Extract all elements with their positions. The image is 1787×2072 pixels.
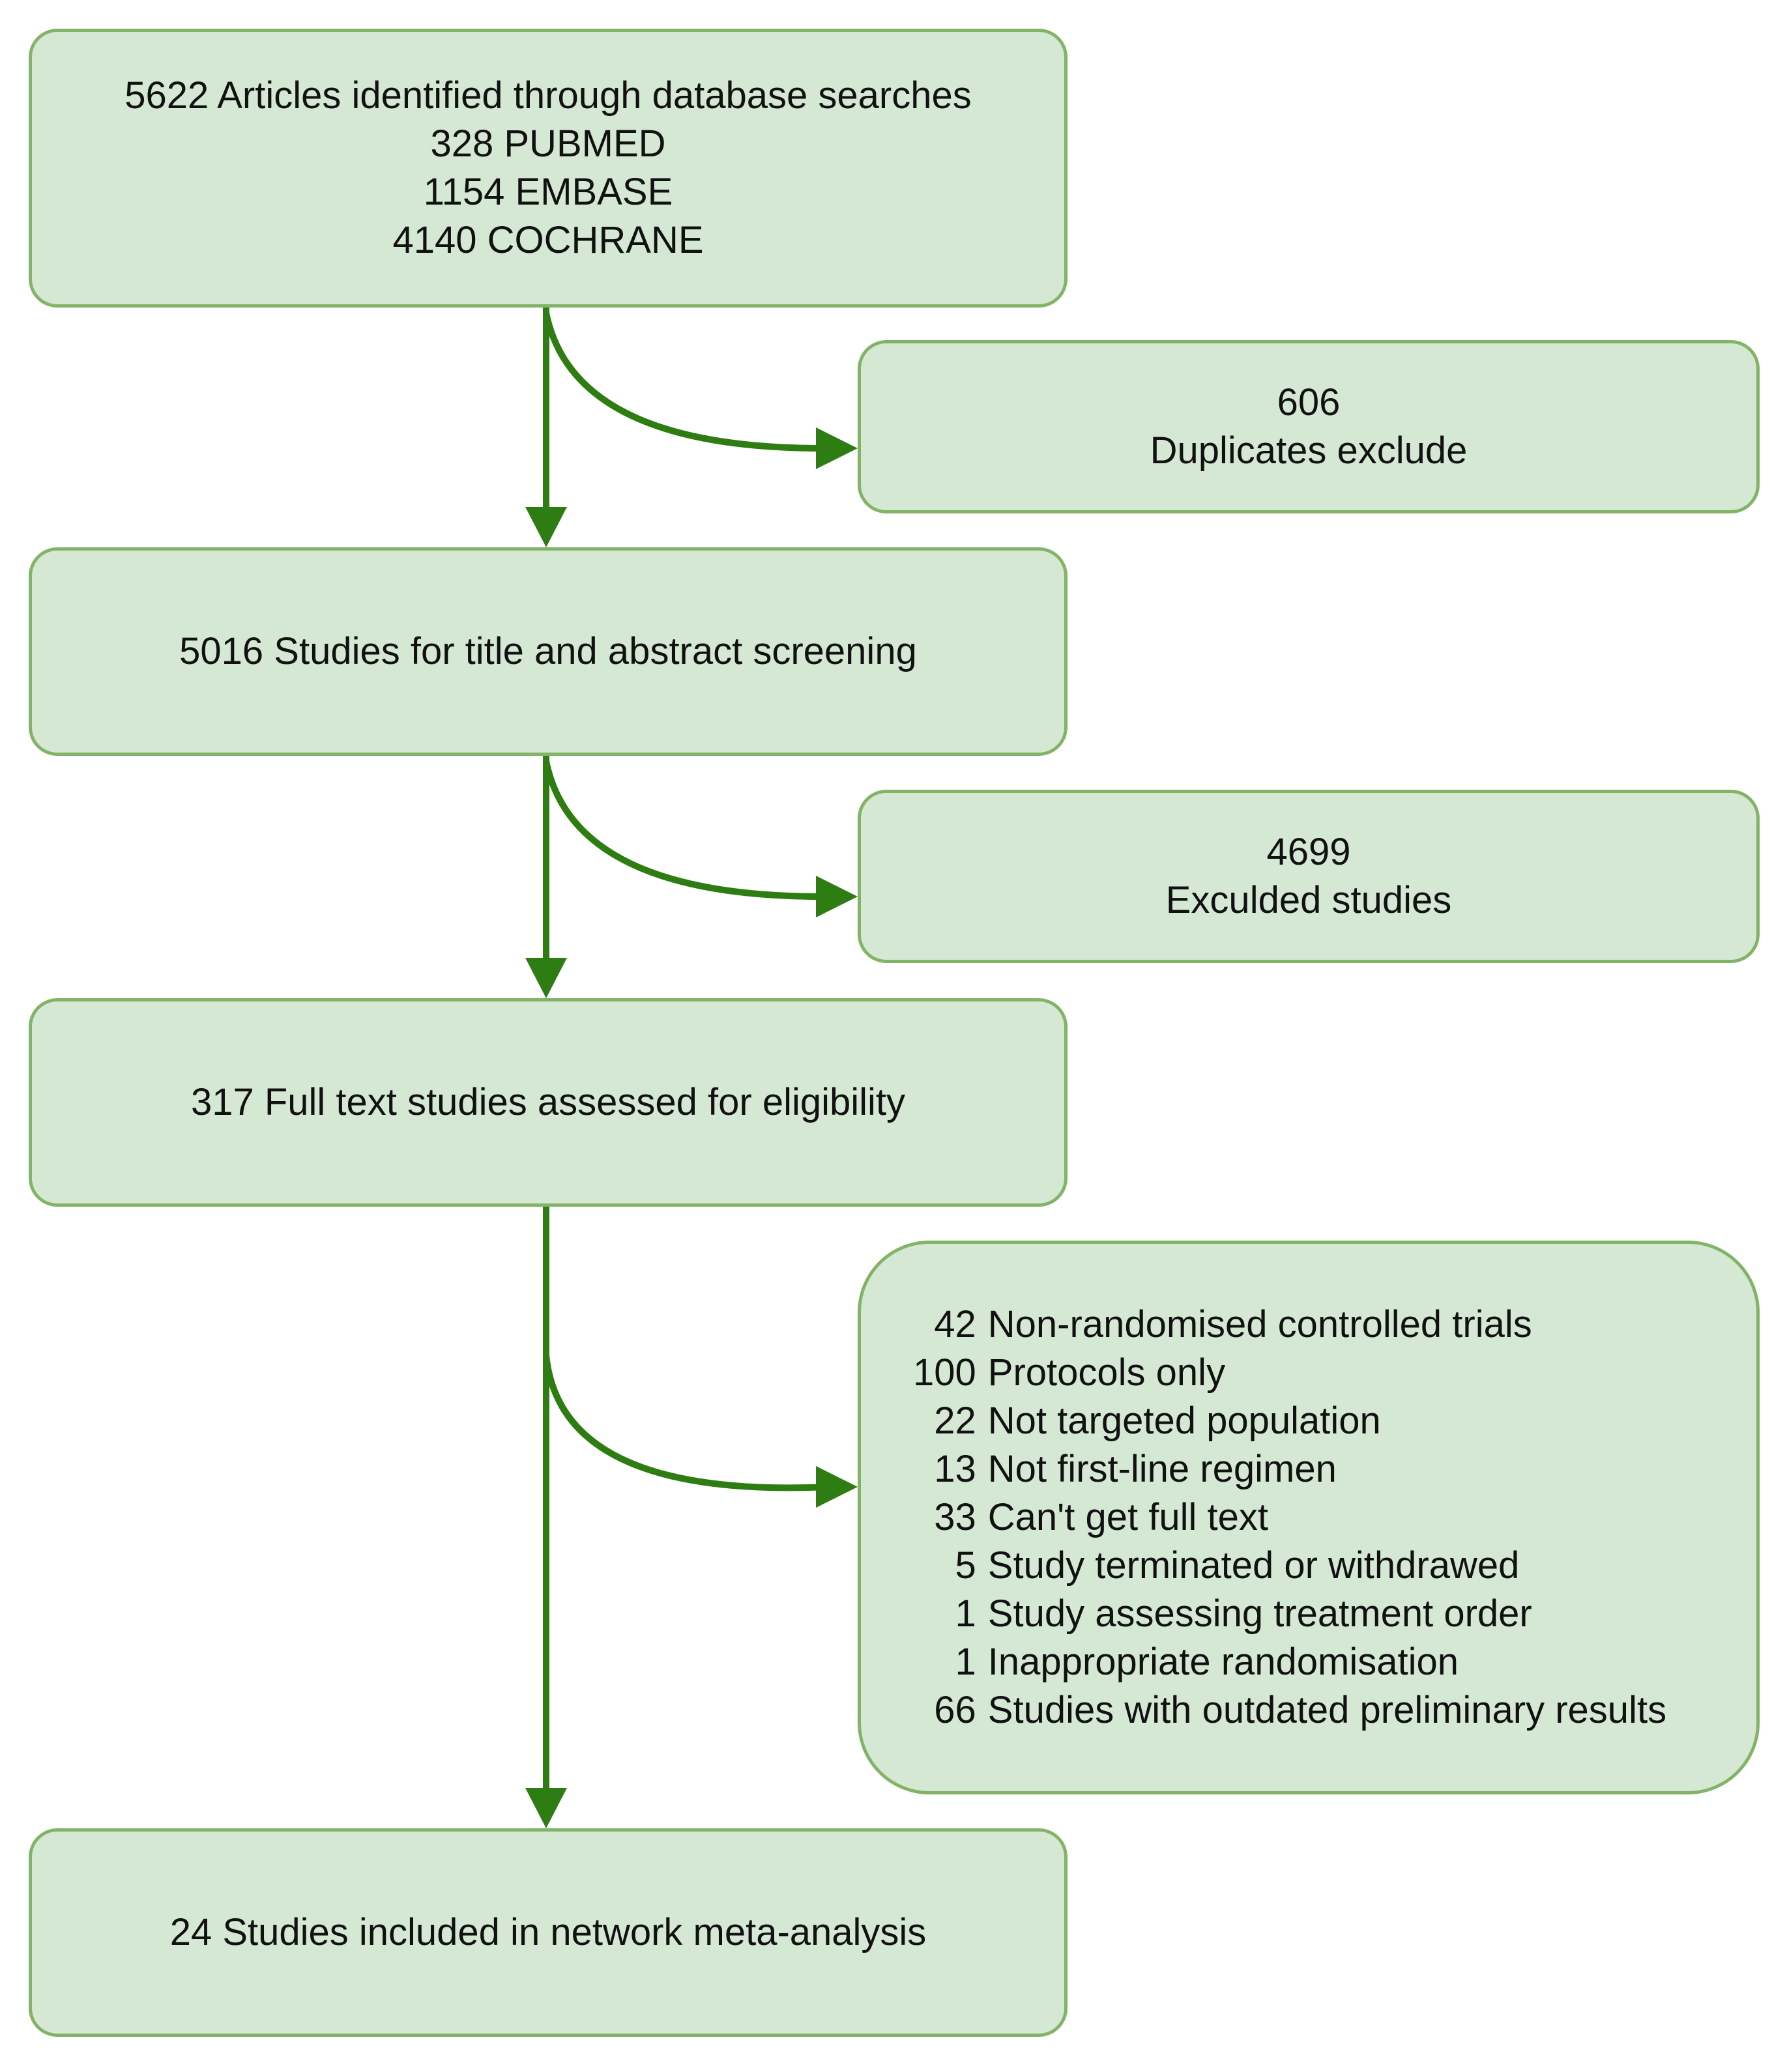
duplicates-label: Duplicates exclude (1150, 429, 1468, 472)
reason-count: 33 (934, 1496, 976, 1538)
reason-count: 1 (955, 1641, 976, 1683)
identification-box: 5622 Articles identified through databas… (29, 29, 1068, 308)
arrow-to-excluded (543, 760, 828, 900)
excluded-box: 4699 Exculded studies (858, 790, 1760, 963)
exclusion-reasons-list: 42 Non-randomised controlled trials 100 … (913, 1301, 1666, 1734)
arrow-to-reasons (543, 1355, 828, 1491)
arrowhead-excluded (816, 876, 858, 917)
arrowhead-duplicates (816, 427, 858, 469)
reason-label: Studies with outdated preliminary result… (987, 1689, 1667, 1731)
source-embase: 1154 EMBASE (423, 171, 673, 213)
included-box: 24 Studies included in network meta-anal… (29, 1828, 1068, 2037)
reason-count: 22 (934, 1400, 976, 1442)
reason-label: Can't get full text (987, 1496, 1268, 1538)
screening-label: 5016 Studies for title and abstract scre… (179, 630, 917, 672)
arrowhead-reasons (816, 1466, 858, 1508)
exclusion-reasons-box: 42 Non-randomised controlled trials 100 … (858, 1241, 1760, 1794)
fulltext-box: 317 Full text studies assessed for eligi… (29, 998, 1068, 1207)
excluded-label: Exculded studies (1165, 879, 1452, 921)
reason-label: Non-randomised controlled trials (987, 1303, 1532, 1345)
reason-count: 5 (955, 1544, 976, 1587)
reason-count: 1 (955, 1592, 976, 1635)
reason-count: 66 (934, 1689, 976, 1731)
reason-label: Not first-line regimen (987, 1448, 1337, 1490)
reason-label: Not targeted population (987, 1400, 1381, 1442)
included-label: 24 Studies included in network meta-anal… (169, 1911, 927, 1953)
fulltext-label: 317 Full text studies assessed for eligi… (190, 1081, 906, 1123)
reason-count: 100 (913, 1351, 976, 1394)
arrowhead-fulltext (525, 958, 567, 998)
reason-count: 13 (934, 1448, 976, 1490)
reason-label: Inappropriate randomisation (987, 1641, 1459, 1683)
arrow-to-duplicates (543, 312, 828, 452)
reason-label: Study assessing treatment order (987, 1592, 1532, 1635)
screening-box: 5016 Studies for title and abstract scre… (29, 547, 1068, 756)
reason-count: 42 (934, 1303, 976, 1345)
identification-title: 5622 Articles identified through databas… (124, 74, 972, 117)
excluded-count: 4699 (1266, 831, 1351, 873)
arrowhead-screening (525, 507, 567, 547)
duplicates-box: 606 Duplicates exclude (858, 340, 1760, 513)
reason-label: Study terminated or withdrawed (987, 1544, 1520, 1587)
arrowhead-included (525, 1788, 567, 1828)
duplicates-count: 606 (1277, 381, 1341, 424)
reason-label: Protocols only (987, 1351, 1226, 1394)
source-cochrane: 4140 COCHRANE (392, 219, 704, 261)
source-pubmed: 328 PUBMED (430, 122, 666, 165)
